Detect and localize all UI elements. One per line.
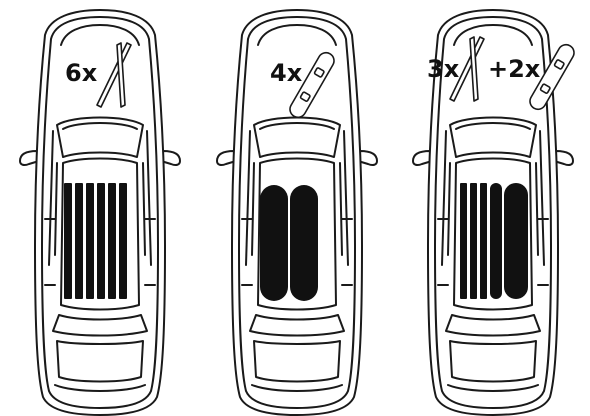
board-mark — [490, 183, 502, 299]
board-mark — [260, 185, 288, 301]
ski-mark — [470, 183, 477, 299]
car-3-group: 3x +2x — [412, 9, 578, 416]
car-1-count-label: 6x — [65, 59, 98, 87]
ski-mark — [108, 183, 116, 299]
car-2-count-label: 4x — [270, 59, 303, 87]
car-3-cargo — [460, 183, 528, 299]
car-1-group: 6x — [19, 9, 181, 416]
ski-mark — [97, 183, 105, 299]
ski-mark — [460, 183, 467, 299]
ski-mark — [480, 183, 487, 299]
ski-mark — [119, 183, 127, 299]
board-mark — [290, 185, 318, 301]
car-3-count-label-skis: 3x — [427, 55, 460, 83]
car-1-cargo — [64, 183, 127, 299]
car-2-group: 4x — [216, 9, 378, 416]
ski-mark — [75, 183, 83, 299]
car-3-count-label-boards: +2x — [488, 55, 541, 83]
car-2-cargo — [260, 185, 318, 301]
board-mark — [504, 183, 528, 299]
ski-mark — [86, 183, 94, 299]
ski-mark — [64, 183, 72, 299]
